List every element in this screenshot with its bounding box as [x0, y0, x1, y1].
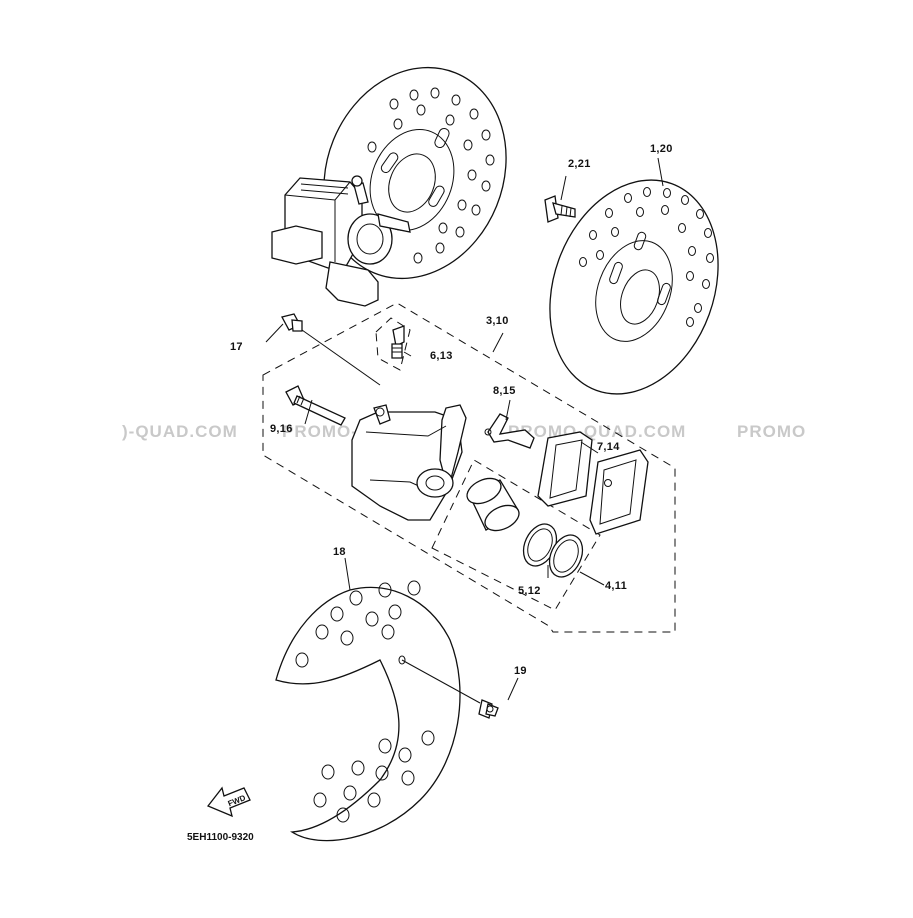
label-19: 19: [514, 665, 527, 677]
label-7-14: 7,14: [597, 441, 620, 453]
brake-pad-2: [589, 449, 649, 535]
caliper-assembly-outline: [262, 302, 676, 633]
leader-7-14: [580, 441, 599, 454]
leader-1-20: [657, 157, 664, 187]
leader-3-10: [492, 332, 504, 353]
brake-disc-hub: [595, 240, 673, 342]
watermark-text-1: )-QUAD.COM: [122, 422, 238, 441]
label-6-13: 6,13: [430, 350, 453, 362]
brake-guard-18: [275, 580, 461, 842]
label-17: 17: [230, 341, 243, 353]
leader-9-16: [304, 399, 313, 425]
top-disc-slot-2: [380, 152, 399, 174]
piston-5-12: [466, 477, 520, 532]
piston-seals: [522, 523, 584, 578]
label-5-12: 5,12: [518, 585, 541, 597]
top-disc-holes: [367, 87, 495, 264]
label-9-16: 9,16: [270, 423, 293, 435]
label-1-20: 1,20: [650, 143, 673, 155]
watermark-text-4: PROMO: [737, 422, 806, 441]
piston-seal-outline: [431, 459, 601, 611]
bleed-screw-outline: [375, 317, 411, 371]
brake-disc-slot-2: [657, 282, 671, 306]
leader-2-21: [560, 175, 567, 201]
label-8-15: 8,15: [493, 385, 516, 397]
label-4-11: 4,11: [605, 580, 627, 592]
leader-8-15: [505, 399, 511, 421]
top-disc-slot-1: [434, 127, 450, 149]
seal-2: [548, 534, 584, 578]
bolt-19: [401, 659, 499, 719]
pin-9-16: [285, 385, 346, 426]
part-labels: 2,21 1,20 3,10 17 6,13 8,15 9,16 7,14 18…: [230, 143, 673, 677]
brake-disc-slot-1: [609, 261, 623, 285]
brake-disc-1-20: [549, 179, 719, 395]
bolt-17-leader: [301, 329, 381, 386]
leader-lines: [265, 157, 664, 701]
leader-17: [265, 323, 284, 343]
forward-arrow: FWD: [206, 786, 251, 818]
bolt-17: [281, 313, 303, 332]
caliper-body: [351, 404, 467, 521]
top-caliper: [271, 175, 411, 307]
top-disc-slot-3: [428, 185, 445, 207]
label-3-10: 3,10: [486, 315, 509, 327]
brake-guard-holes: [295, 580, 435, 823]
assembled-disc-and-caliper: [271, 66, 507, 307]
brake-disc-slot-3: [633, 231, 647, 251]
brake-disc-outer: [549, 179, 719, 395]
brake-pads-7-14: [537, 431, 649, 535]
watermark-text-3: PROMO-QUAD.COM: [508, 422, 686, 441]
pad-spring-8-15: [484, 413, 535, 449]
brake-disc-center-hole: [620, 269, 660, 325]
bleed-screw-6-13: [391, 325, 405, 359]
fwd-arrow-icon: [206, 786, 251, 818]
diagram-code: 5EH1100-9320: [187, 832, 254, 843]
label-2-21: 2,21: [568, 158, 591, 170]
disc-bolt-2-21: [544, 195, 576, 223]
brake-disc-holes: [579, 187, 714, 327]
label-18: 18: [333, 546, 346, 558]
leader-18: [344, 557, 351, 591]
leader-6-13: [403, 351, 412, 357]
top-disc-center-hole: [388, 153, 436, 213]
leader-19: [507, 677, 519, 701]
leader-4-11: [579, 571, 605, 586]
